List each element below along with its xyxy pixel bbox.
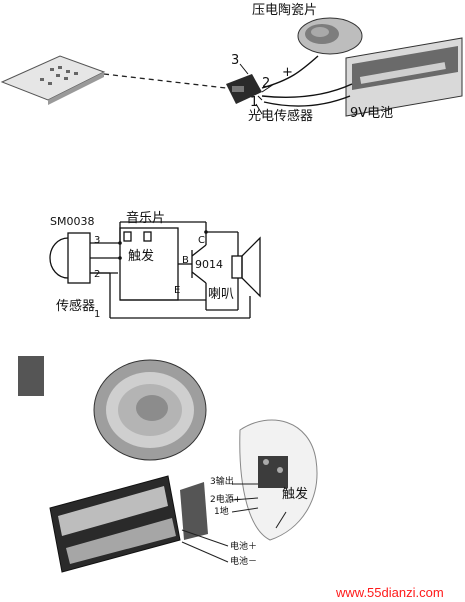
transistor-label: 9014 — [195, 258, 223, 271]
watermark: www.55dianzi.com — [336, 585, 444, 600]
piezo-disc — [297, 17, 363, 55]
sch-pin2-label: 2 — [94, 269, 101, 280]
battery-minus-label: 电池－ — [230, 557, 258, 567]
top-battery-label: 9V电池 — [350, 106, 394, 121]
ic-name-label: SM0038 — [50, 215, 95, 228]
top-minus-label: - — [300, 89, 305, 104]
ir-beam — [103, 73, 227, 89]
speaker-label: 喇叭 — [208, 287, 235, 302]
top-sensor-label: 光电传感器 — [248, 109, 314, 124]
pin-b-label: B — [182, 255, 189, 266]
music-chip-label: 音乐片 — [126, 211, 166, 226]
pointer-lines-top — [239, 63, 275, 115]
piezo-label: 压电陶瓷片 — [252, 3, 318, 18]
wires-top — [261, 55, 353, 107]
power-plus-label: 2电源+ — [210, 495, 242, 505]
sch-sensor-label: 传感器 — [56, 299, 96, 314]
top-pin1-label: 1 — [250, 95, 259, 110]
output-label: 3输出 — [210, 477, 234, 487]
battery-plus-label: 电池＋ — [230, 542, 258, 552]
sch-pin3-label: 3 — [94, 235, 101, 246]
pointer-lines-bottom — [181, 483, 287, 563]
top-pin2-label: 2 — [262, 76, 271, 91]
schematic-wiring — [49, 221, 261, 319]
speaker-photo — [93, 359, 207, 461]
photo-sensor — [226, 74, 262, 104]
bottom-trigger-label: 触发 — [282, 487, 309, 502]
sch-pin1-label: 1 — [94, 309, 101, 320]
music-board-photo — [239, 419, 318, 541]
photo-corner-tab — [18, 356, 44, 396]
aa-batteries-photo — [49, 475, 208, 573]
battery-9v — [345, 37, 463, 117]
schematic-junctions — [118, 230, 208, 260]
pin-c-label: C — [198, 235, 205, 246]
ground-label: 1地 — [214, 507, 229, 517]
remote-control — [0, 55, 106, 105]
trigger-label: 触发 — [128, 249, 155, 264]
top-pin3-label: 3 — [231, 53, 240, 68]
pin-e-label: E — [174, 285, 181, 296]
top-plus-label: + — [282, 65, 293, 80]
